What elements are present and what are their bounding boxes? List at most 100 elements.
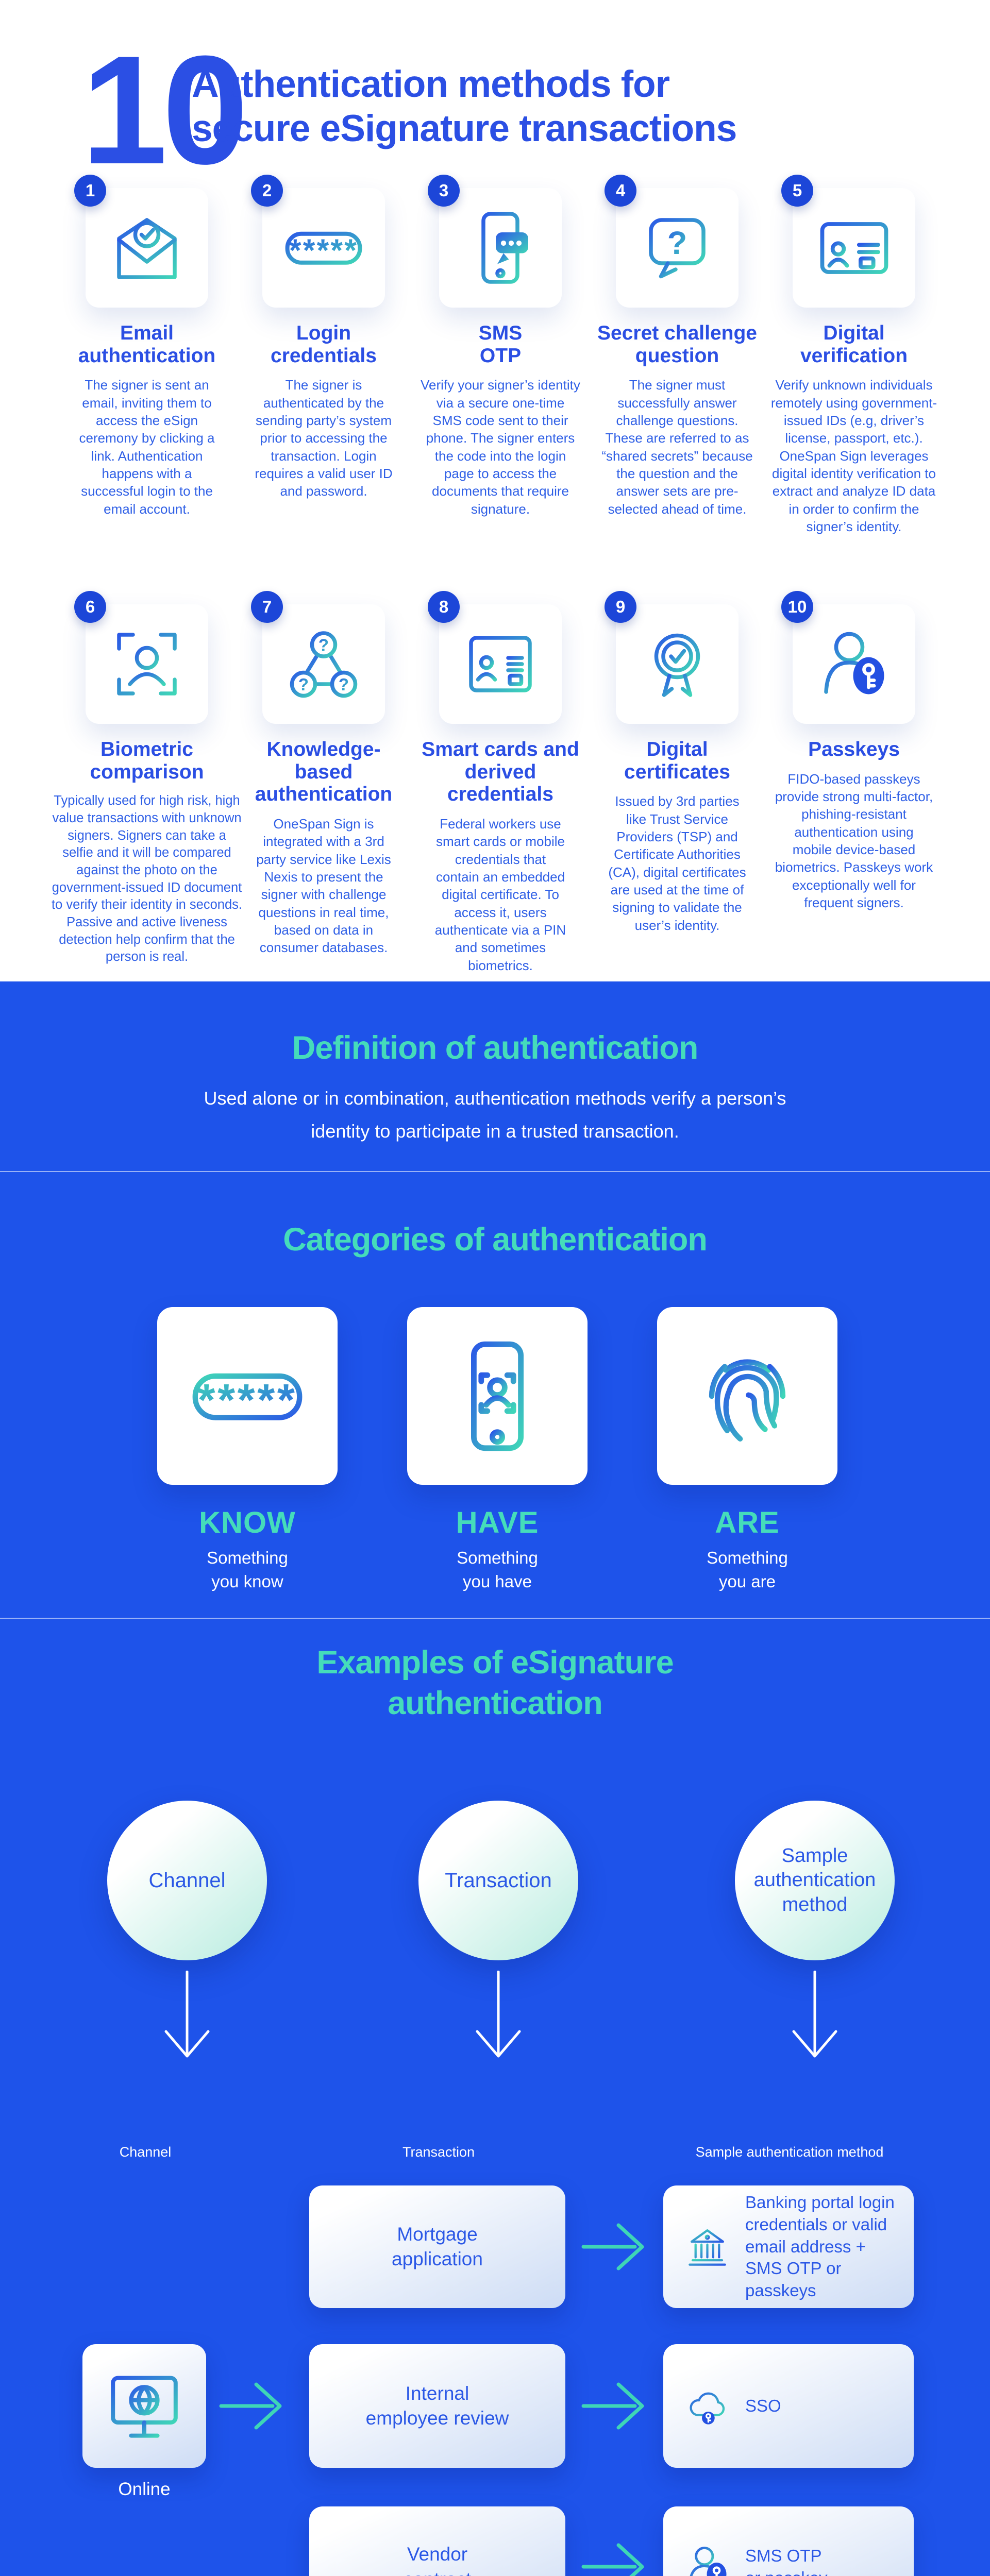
page-title-line1: Authentication methods for: [192, 63, 670, 105]
down-arrow-icon: [470, 1971, 527, 2081]
method-4: 4 ? Secret challenge question The signer…: [592, 175, 762, 518]
svg-text:?: ?: [339, 675, 349, 694]
page-title-line2: secure eSignature transactions: [192, 108, 737, 149]
category-know: ***** KNOW Something you know: [157, 1307, 338, 1593]
category-know-card: *****: [157, 1307, 338, 1485]
cloud-sso-icon: [683, 2382, 732, 2431]
method-10: 10 Passkeys FIDO-based passkeys provide …: [769, 591, 939, 911]
category-have: HAVE Something you have: [407, 1307, 588, 1593]
person-key-icon: [683, 2543, 732, 2576]
circle-channel: Channel: [107, 1801, 267, 1960]
method-5-card: 5: [781, 175, 915, 308]
method-3: 3 SMS OTP Verify your signer’s identity …: [415, 175, 585, 518]
transaction-label: Internal employee review: [365, 2382, 509, 2429]
method-9-desc: Issued by 3rd parties like Trust Service…: [608, 793, 746, 933]
method-10-title: Passkeys: [808, 738, 900, 760]
examples-heading: Examples of eSignature authentication: [316, 1645, 674, 1721]
method-1-desc: The signer is sent an email, inviting th…: [79, 377, 215, 517]
method-4-desc: The signer must successfully answer chal…: [601, 377, 753, 517]
method-6-card: 6: [74, 591, 208, 724]
method-7-desc: OneSpan Sign is integrated with a 3rd pa…: [256, 816, 391, 956]
col-header-transaction: Transaction: [402, 2144, 475, 2160]
right-arrow-icon: [581, 2217, 664, 2277]
method-10-desc: FIDO-based passkeys provide strong multi…: [775, 771, 933, 910]
divider: [0, 1618, 990, 1619]
sample-label: SSO: [745, 2396, 781, 2415]
col-header-channel: Channel: [119, 2144, 172, 2160]
right-arrow-icon: [581, 2537, 664, 2576]
method-5-badge: 5: [781, 175, 813, 207]
method-3-badge: 3: [428, 175, 460, 207]
col-header-sample: Sample authentication method: [695, 2144, 884, 2160]
method-1-badge: 1: [74, 175, 106, 207]
method-2-desc: The signer is authenticated by the sendi…: [255, 377, 393, 499]
definition-body: Used alone or in combination, authentica…: [204, 1088, 786, 1142]
method-9-title: Digital certificates: [624, 738, 730, 783]
question-bubble-icon: ?: [639, 209, 716, 286]
transaction-card-vendor-contract: Vendor contract: [309, 2506, 565, 2576]
method-6-badge: 6: [74, 591, 106, 623]
smart-card-icon: [462, 625, 539, 703]
svg-text:?: ?: [667, 225, 687, 261]
method-10-badge: 10: [781, 591, 813, 623]
svg-text:*****: *****: [197, 1374, 297, 1425]
circle-transaction: Transaction: [418, 1801, 578, 1960]
right-arrow-icon: [581, 2376, 664, 2436]
definition-heading: Definition of authentication: [292, 1030, 698, 1066]
sample-card-sms-otp-passkey: SMS OTP or passkey: [663, 2506, 914, 2576]
sample-label: SMS OTP or passkey: [745, 2546, 828, 2576]
id-card-icon: [814, 208, 894, 288]
password-field-icon: *****: [188, 1337, 307, 1455]
monitor-globe-icon: [103, 2365, 186, 2447]
transaction-card-mortgage: Mortgage application: [309, 2185, 565, 2308]
method-9-badge: 9: [605, 591, 636, 623]
phone-face-icon: [435, 1334, 559, 1458]
transaction-label: Vendor contract: [404, 2544, 472, 2576]
method-9-card: 9: [605, 591, 739, 724]
circle-transaction-label: Transaction: [445, 1869, 552, 1892]
method-6-title: Biometric comparison: [90, 738, 204, 783]
method-4-badge: 4: [605, 175, 636, 207]
method-7-badge: 7: [251, 591, 283, 623]
category-are-card: [657, 1307, 837, 1485]
method-6-desc: Typically used for high risk, high value…: [52, 793, 242, 964]
password-field-icon: *****: [282, 207, 365, 289]
method-9: 9 Digital certificates Issued by 3rd par…: [592, 591, 762, 934]
sms-message-icon: [462, 209, 539, 286]
category-are-caption: Something you are: [707, 1548, 788, 1591]
method-8-title: Smart cards and derived credentials: [422, 738, 579, 806]
sample-card-banking-portal: Banking portal login credentials or vali…: [663, 2185, 914, 2308]
method-3-desc: Verify your signer’s identity via a secu…: [421, 377, 580, 517]
method-4-title: Secret challenge question: [597, 322, 757, 367]
method-7: 7 ? ? ? Knowledge-based authentication O…: [239, 591, 409, 957]
method-2: 2 ***** Login credentials The signer is …: [239, 175, 409, 500]
method-5: 5 Digital verification Verify unknown in…: [769, 175, 939, 535]
method-6: 6 Biometric comparison Typically used fo…: [52, 591, 242, 966]
method-2-title: Login credentials: [271, 322, 377, 367]
category-have-word: HAVE: [456, 1506, 539, 1539]
blue-section-background: [0, 981, 990, 2576]
fingerprint-icon: [688, 1337, 807, 1455]
category-know-caption: Something you know: [207, 1548, 288, 1591]
method-7-card: 7 ? ? ?: [251, 591, 385, 724]
method-8-desc: Federal workers use smart cards or mobil…: [434, 816, 566, 973]
down-arrow-icon: [159, 1971, 215, 2081]
method-5-title: Digital verification: [800, 322, 908, 367]
method-7-title: Knowledge-based authentication: [255, 738, 393, 806]
category-have-card: [407, 1307, 588, 1485]
big-number: 10: [81, 23, 248, 196]
method-1-title: Email authentication: [78, 322, 216, 367]
question-network-icon: ? ? ?: [285, 625, 362, 703]
channel-online-card: [82, 2344, 206, 2468]
method-8: 8 Smart cards and derived credentials Fe…: [415, 591, 585, 974]
transaction-label: Mortgage application: [392, 2223, 483, 2269]
sample-card-sso: SSO: [663, 2344, 914, 2468]
email-check-icon: [108, 209, 186, 286]
face-scan-icon: [108, 625, 186, 703]
categories-heading: Categories of authentication: [283, 1222, 708, 1258]
category-have-caption: Something you have: [457, 1548, 538, 1591]
right-arrow-icon: [219, 2376, 301, 2436]
category-know-word: KNOW: [199, 1506, 296, 1539]
svg-text:?: ?: [298, 675, 309, 694]
